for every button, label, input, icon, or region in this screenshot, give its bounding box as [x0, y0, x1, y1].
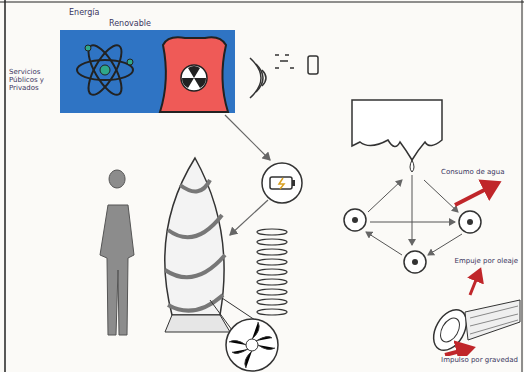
- handwritten-label: Energía: [68, 8, 100, 17]
- handwritten-label: Servicios Públicos y Privados: [8, 68, 58, 92]
- handwritten-label: Consumo de agua: [440, 168, 505, 176]
- handwritten-label: Impulso por gravedad: [440, 356, 519, 364]
- handwritten-label: Renovable: [108, 19, 152, 28]
- handwritten-label: Empuje por oleaje: [453, 257, 519, 265]
